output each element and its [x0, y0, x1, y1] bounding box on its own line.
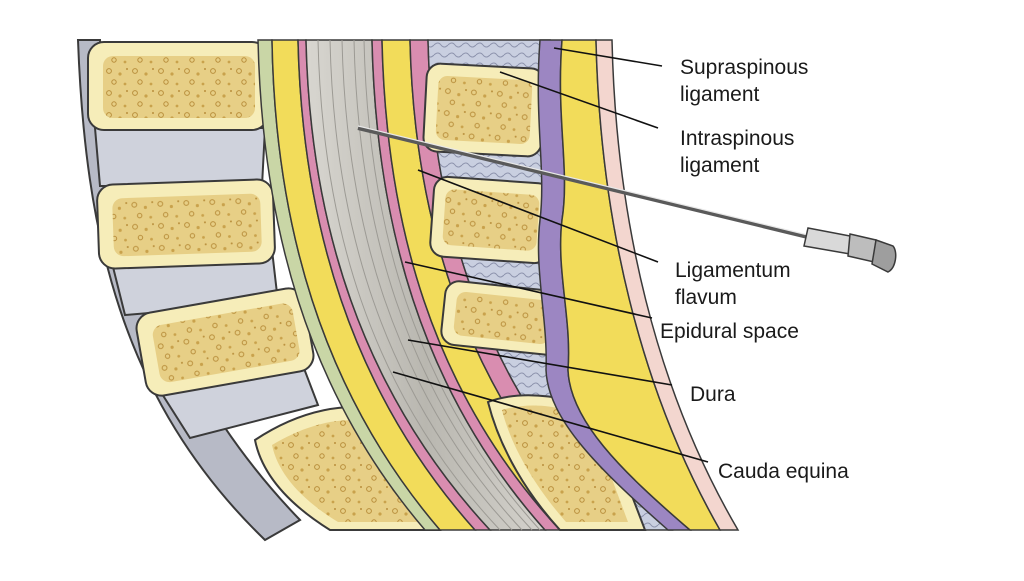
- vertebral-body-3: [135, 287, 315, 397]
- vertebral-body-2: [96, 178, 276, 270]
- leader-intraspinous: [499, 71, 659, 129]
- spinous-process-3: [440, 280, 566, 356]
- label-supraspinous-ligament: Supraspinous ligament: [680, 54, 808, 108]
- label-intraspinous-ligament: Intraspinous ligament: [680, 125, 794, 179]
- label-epidural-space: Epidural space: [660, 318, 799, 345]
- label-cauda-equina: Cauda equina: [718, 458, 849, 485]
- label-line: Ligamentum: [675, 259, 791, 282]
- label-line: ligament: [680, 154, 760, 177]
- leader-cauda: [392, 371, 709, 463]
- leader-epidural: [404, 261, 653, 319]
- label-line: ligament: [680, 83, 760, 106]
- label-line: Supraspinous: [680, 56, 809, 79]
- spinous-process-1: [422, 62, 546, 158]
- label-ligamentum-flavum: Ligamentum flavum: [675, 257, 791, 311]
- cauda-fibers: [317, 39, 541, 531]
- leader-dura: [407, 339, 673, 386]
- label-line: Cauda equina: [718, 460, 849, 483]
- label-line: flavum: [675, 286, 737, 309]
- label-line: Intraspinous: [680, 127, 795, 150]
- label-dura: Dura: [690, 381, 736, 408]
- spinous-process-2: [429, 175, 553, 265]
- spinal-needle: [357, 125, 897, 273]
- label-line: Dura: [690, 383, 736, 406]
- label-line: Epidural space: [660, 320, 799, 343]
- leader-flavum: [417, 169, 659, 263]
- leader-supraspinous: [553, 47, 663, 67]
- vertebral-body-1: [87, 41, 269, 131]
- disc-1: [93, 127, 267, 187]
- leader-lines: [392, 47, 709, 463]
